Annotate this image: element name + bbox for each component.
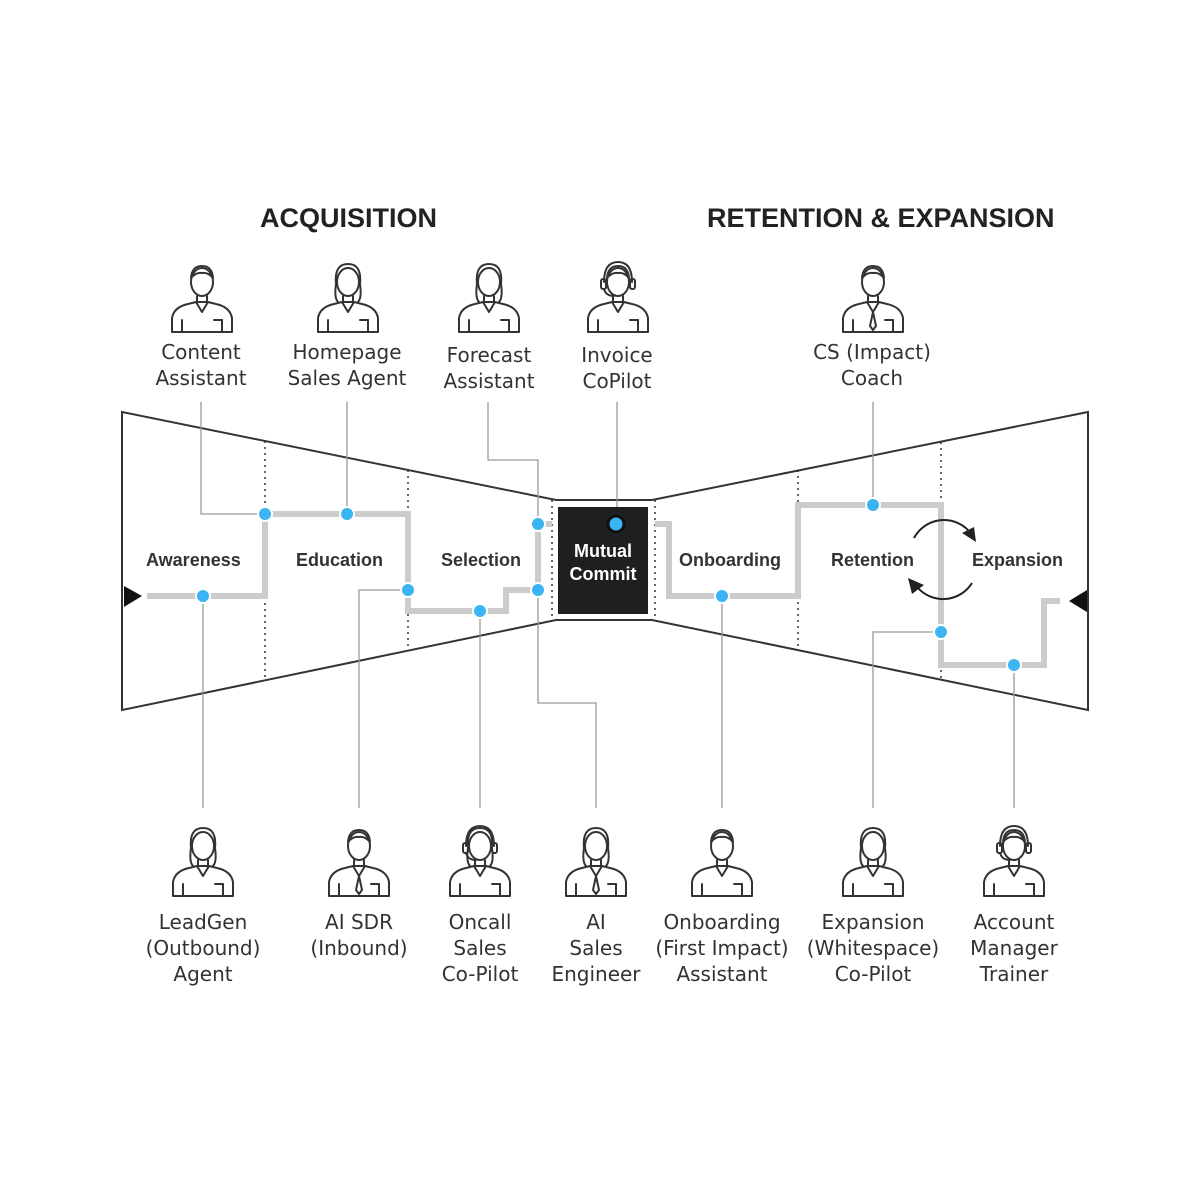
stage-mutual-commit: Mutual Commit xyxy=(558,507,648,614)
man-tie-icon xyxy=(323,824,395,898)
label-line: Expansion xyxy=(821,910,925,934)
man-icon xyxy=(166,260,238,334)
agent-onboarding-first-impact-assistant: Onboarding (First Impact) Assistant xyxy=(652,909,792,987)
label-line: Co-Pilot xyxy=(441,962,519,986)
agent-ai-sales-engineer: AI Sales Engineer xyxy=(541,909,651,987)
label-line: Assistant xyxy=(155,366,247,390)
label-line: Co-Pilot xyxy=(834,962,912,986)
label-line: Trainer xyxy=(979,962,1049,986)
acquisition-heading: ACQUISITION xyxy=(260,203,438,233)
cycle-arrowhead-bottom xyxy=(908,578,924,594)
start-arrow-icon xyxy=(124,586,142,607)
stage-retention: Retention xyxy=(831,550,914,570)
headset-woman-icon xyxy=(444,824,516,898)
stage-awareness: Awareness xyxy=(146,550,241,570)
woman-tie-icon xyxy=(560,824,632,898)
stage-expansion: Expansion xyxy=(972,550,1064,570)
label-line: Sales Agent xyxy=(287,366,407,390)
mutual-commit-line-2: Commit xyxy=(569,564,637,584)
label-line: Engineer xyxy=(551,962,641,986)
headset-man-icon xyxy=(582,260,654,334)
label-line: Forecast xyxy=(446,343,532,367)
label-line: Sales xyxy=(569,936,623,960)
label-line: AI SDR xyxy=(325,910,393,934)
headset-man-icon xyxy=(978,824,1050,898)
label-line: Assistant xyxy=(676,962,768,986)
label-line: Account xyxy=(973,910,1055,934)
woman-icon xyxy=(312,260,384,334)
label-line: (Inbound) xyxy=(310,936,408,960)
label-line: Onboarding xyxy=(663,910,781,934)
label-line: (Whitespace) xyxy=(806,936,940,960)
agent-content-assistant: Content Assistant xyxy=(131,339,271,391)
label-line: Oncall xyxy=(448,910,512,934)
label-line: Coach xyxy=(840,366,904,390)
cycle-arrows-icon xyxy=(913,519,973,601)
commit-node xyxy=(606,514,626,534)
agent-forecast-assistant: Forecast Assistant xyxy=(419,342,559,394)
agent-expansion-whitespace-copilot: Expansion (Whitespace) Co-Pilot xyxy=(803,909,943,987)
stage-selection: Selection xyxy=(441,550,522,570)
mutual-commit-line-1: Mutual xyxy=(574,541,632,561)
man-tie-icon xyxy=(837,260,909,334)
stage-onboarding: Onboarding xyxy=(679,550,781,570)
stage-education: Education xyxy=(296,550,384,570)
label-line: Assistant xyxy=(443,369,535,393)
agent-invoice-copilot: Invoice CoPilot xyxy=(557,342,677,394)
agent-cs-impact-coach: CS (Impact) Coach xyxy=(802,339,942,391)
agent-homepage-sales-agent: Homepage Sales Agent xyxy=(267,339,427,391)
cycle-arrowhead-top xyxy=(962,527,976,542)
agent-ai-sdr-inbound: AI SDR (Inbound) xyxy=(294,909,424,961)
path-nodes xyxy=(195,497,1022,673)
man-icon xyxy=(686,824,758,898)
agent-account-manager-trainer: Account Manager Trainer xyxy=(954,909,1074,987)
label-line: (First Impact) xyxy=(655,936,789,960)
bowtie-outline xyxy=(121,410,1089,712)
label-line: Homepage xyxy=(292,340,402,364)
label-line: Sales xyxy=(453,936,507,960)
end-arrow-icon xyxy=(1069,590,1087,612)
label-line: Invoice xyxy=(581,343,653,367)
retention-expansion-heading: RETENTION & EXPANSION xyxy=(707,203,1055,233)
label-line: AI xyxy=(586,910,606,934)
agent-leadgen-outbound-agent: LeadGen (Outbound) Agent xyxy=(133,909,273,987)
label-line: Content xyxy=(161,340,241,364)
label-line: CS (Impact) xyxy=(813,340,931,364)
agent-oncall-sales-copilot: Oncall Sales Co-Pilot xyxy=(425,909,535,987)
label-line: Manager xyxy=(970,936,1058,960)
label-line: CoPilot xyxy=(582,369,652,393)
label-line: LeadGen xyxy=(158,910,248,934)
woman-icon xyxy=(453,260,525,334)
connector-lines xyxy=(200,402,1015,808)
woman-icon xyxy=(167,824,239,898)
label-line: Agent xyxy=(173,962,233,986)
woman-icon xyxy=(837,824,909,898)
label-line: (Outbound) xyxy=(145,936,261,960)
